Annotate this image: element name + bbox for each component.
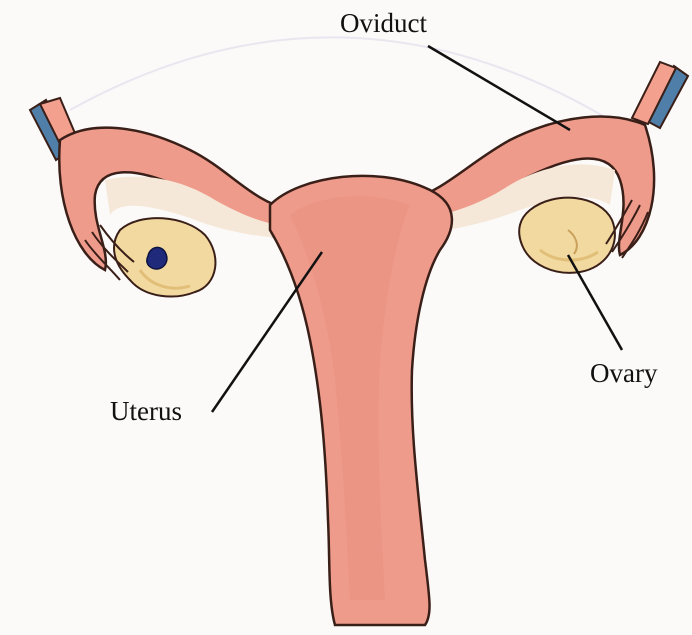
background-arc [70,37,610,120]
ovary-pointer [568,255,622,350]
ovum-icon [147,247,167,269]
uterus-label: Uterus [110,398,182,425]
right-fimbriae [632,62,688,128]
ovary-label: Ovary [590,360,657,387]
uterus-pointer [212,252,322,412]
oviduct-label: Oviduct [340,10,427,37]
